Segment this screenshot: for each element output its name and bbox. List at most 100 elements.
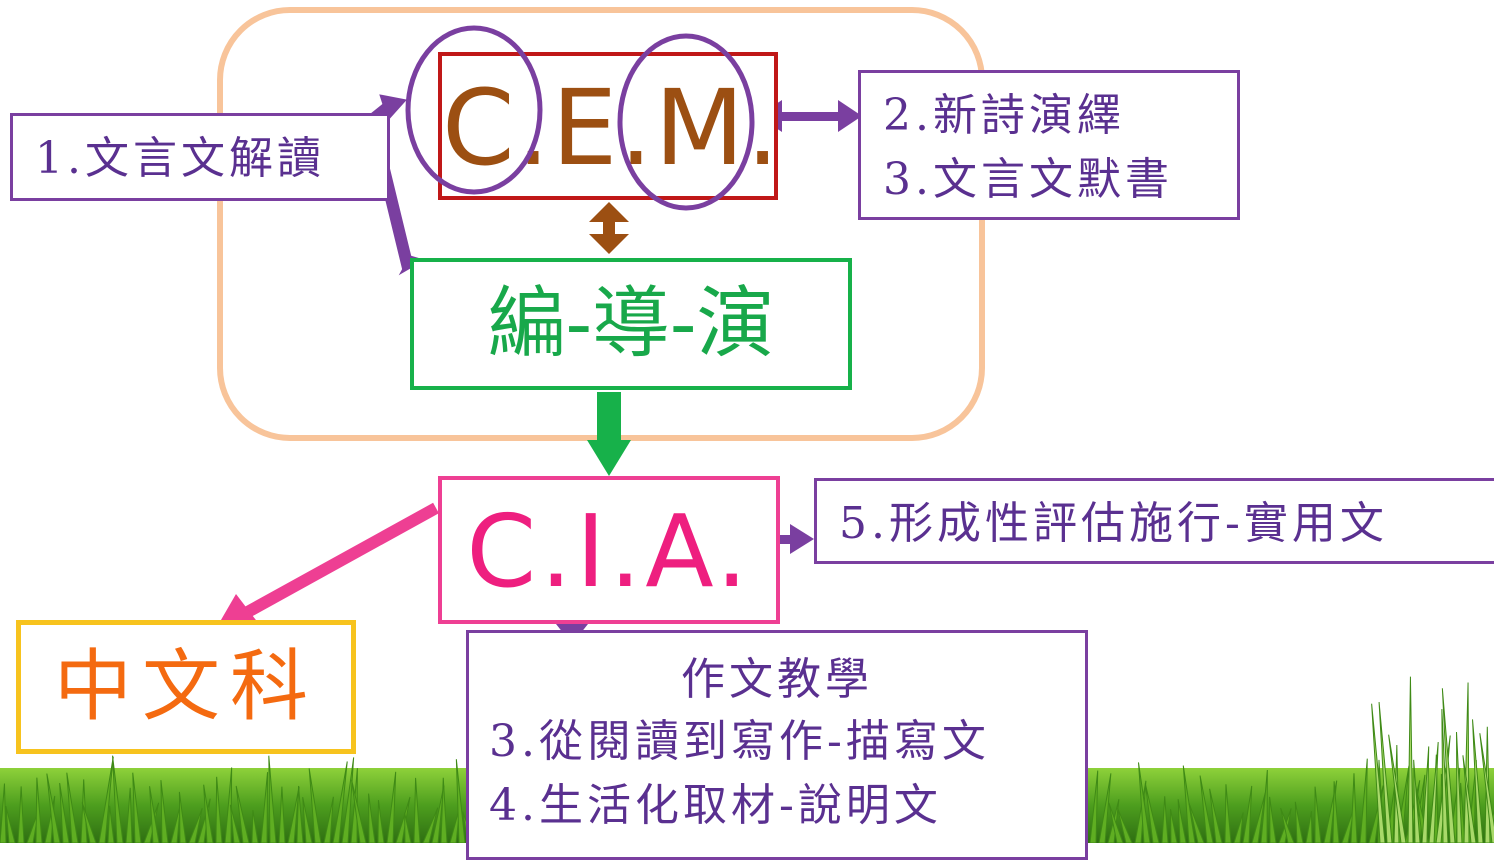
grass-blade — [235, 785, 250, 843]
grass-blade — [351, 779, 367, 843]
grass-blade — [431, 785, 445, 843]
grass-blade — [1269, 796, 1277, 843]
grass-blade — [203, 784, 214, 843]
grass-blade — [1456, 731, 1463, 843]
grass-blade — [1117, 807, 1133, 843]
grass-blade — [323, 796, 334, 843]
arrow-cia-zh — [214, 502, 439, 632]
grass-blade — [368, 793, 376, 843]
grass-blade — [1378, 702, 1393, 843]
grass-blade — [1462, 755, 1477, 843]
arrow-edu-cia — [587, 392, 631, 476]
grass-blade — [1199, 775, 1214, 843]
grass-blade — [1280, 807, 1295, 843]
grass-blade — [1089, 770, 1099, 843]
grass-blade — [287, 786, 300, 843]
grass-blade — [98, 756, 114, 843]
grass-blade — [224, 767, 233, 843]
grass-blade — [1305, 811, 1313, 843]
grass-blade — [1386, 783, 1396, 843]
grass-blade — [1144, 783, 1160, 843]
grass-blade — [1467, 760, 1477, 843]
grass-blade — [386, 771, 397, 843]
grass-blade — [5, 805, 16, 843]
writing-note-line-2: 4.生活化取材-說明文 — [489, 780, 942, 831]
grass-blade — [1251, 792, 1266, 843]
grass-blade — [1359, 758, 1368, 843]
note-1-text: 1.文言文解讀 — [35, 133, 325, 184]
grass-blade — [1294, 801, 1304, 843]
grass-blade — [35, 777, 43, 843]
grass-blade — [112, 755, 124, 843]
grass-blade — [66, 772, 79, 843]
note-5-box: 5.形成性評估施行-實用文 — [814, 478, 1494, 564]
grass-blade — [1177, 799, 1187, 843]
grass-blade — [1209, 788, 1223, 843]
grass-blade — [46, 773, 61, 843]
grass-blade — [1463, 682, 1470, 843]
arrow-cem-edu — [589, 202, 629, 254]
grass-blade — [404, 812, 412, 843]
grass-blade — [1479, 733, 1494, 843]
grass-blade — [1260, 769, 1268, 843]
grass-blade — [1332, 781, 1340, 843]
grass-blade — [149, 786, 160, 843]
edu-label: 編-導-演 — [487, 279, 775, 369]
note-2-text: 2.新詩演繹 — [883, 90, 1125, 141]
edu-box: 編-導-演 — [410, 258, 852, 390]
grass-blade — [308, 768, 322, 843]
cem-box: C.E.M. — [438, 52, 782, 200]
grass-blade — [440, 777, 448, 843]
grass-blade — [1188, 802, 1205, 843]
grass-blade — [413, 777, 421, 843]
grass-blade — [132, 772, 142, 843]
grass-blade — [1242, 785, 1253, 843]
grass-blade — [125, 787, 133, 843]
grass-blade — [1170, 809, 1178, 843]
grass-blade — [1441, 709, 1449, 843]
grass-blade — [81, 802, 97, 843]
grass-blade — [1413, 759, 1421, 843]
grass-blade — [1350, 773, 1358, 843]
grass-blade — [1407, 676, 1414, 843]
grass-blade — [332, 761, 348, 843]
note-3-text: 3.文言文默書 — [883, 154, 1173, 205]
grass-blade — [1137, 762, 1151, 843]
grass-blade — [377, 800, 385, 843]
cem-label: C.E.M. — [442, 67, 782, 189]
grass-blade — [1224, 784, 1232, 843]
chinese-subject-box: 中文科 — [16, 620, 356, 754]
note-1-box: 1.文言文解讀 — [10, 113, 390, 201]
grass-blade — [260, 772, 269, 843]
grass-blade — [1161, 796, 1169, 843]
grass-blade — [422, 807, 439, 843]
writing-note-box: 作文教學 3.從閱讀到寫作-描寫文 4.生活化取材-說明文 — [466, 630, 1088, 860]
grass-blade — [1472, 719, 1484, 843]
grass-blade — [1314, 786, 1322, 843]
grass-blade — [1341, 805, 1356, 843]
writing-note-line-1: 3.從閱讀到寫作-描寫文 — [489, 716, 990, 767]
grass-blade — [170, 803, 182, 843]
grass-blade — [1421, 746, 1430, 843]
grass-blade — [278, 786, 286, 843]
note-23-box: 2.新詩演繹 3.文言文默書 — [858, 70, 1240, 220]
writing-note-title: 作文教學 — [681, 654, 873, 705]
grass-blade — [1233, 812, 1244, 843]
cia-box: C.I.A. — [438, 476, 780, 624]
grass-blade — [17, 786, 25, 843]
grass-blade — [0, 783, 7, 843]
grass-blade — [1098, 773, 1112, 843]
grass-blade — [455, 759, 466, 843]
grass-blade — [178, 791, 187, 843]
grass-blade — [229, 804, 241, 843]
grass-blade — [215, 776, 223, 843]
grass-blade — [107, 805, 115, 843]
grass-blade — [1371, 703, 1386, 843]
grass-blade — [251, 810, 259, 843]
grass-blade — [302, 797, 313, 843]
grass-blade — [1388, 734, 1407, 843]
grass-blade — [1441, 688, 1456, 843]
grass-blade — [341, 757, 355, 843]
grass-blade — [1395, 765, 1410, 843]
grass-blade — [160, 780, 169, 843]
